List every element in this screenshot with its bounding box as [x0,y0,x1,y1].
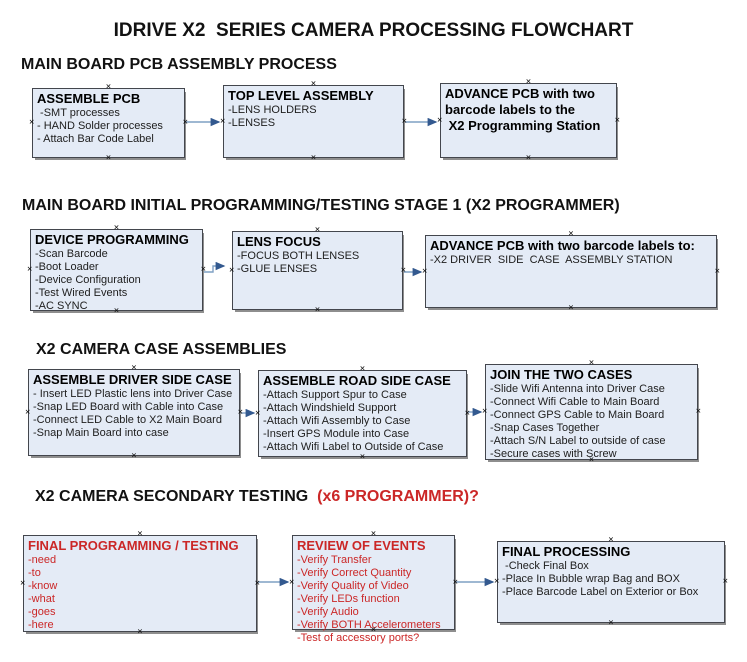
flow-arrow [204,261,226,273]
box-item: -Attach Support Spur to Case [263,389,407,401]
box-item: - Attach Bar Code Label [37,133,154,145]
box-item: -Test Wired Events [35,287,128,299]
box-title: JOIN THE TWO CASES [490,367,633,382]
box-title: LENS FOCUS [237,234,321,249]
heading-red-part: (x6 PROGRAMMER)? [317,488,479,505]
box-item: -Snap Main Board into case [33,427,169,439]
box-item: -Test of accessory ports? [297,632,420,644]
section-heading-case-assemblies: X2 CAMERA CASE ASSEMBLIES [36,341,287,358]
box-item: -Attach Windshield Support [263,402,397,414]
box-title: ASSEMBLE DRIVER SIDE CASE [33,372,232,387]
box-title: ADVANCE PCB with two barcode labels to t… [445,86,601,133]
box-title: REVIEW OF EVENTS [297,538,426,553]
box-item: -LENSES [228,117,276,129]
box-item: -Connect Wifi Cable to Main Board [490,396,660,408]
box-item: -X2 DRIVER SIDE CASE ASSEMBLY STATION [430,254,673,266]
box-title: TOP LEVEL ASSEMBLY [228,88,374,103]
flow-box-advance-pcb-driver-side-station[interactable]: ADVANCE PCB with two barcode labels to: … [422,230,720,313]
flow-box-lens-focus[interactable]: LENS FOCUS -FOCUS BOTH LENSES -GLUE LENS… [229,226,406,315]
flow-box-assemble-driver-side-case[interactable]: ASSEMBLE DRIVER SIDE CASE - Insert LED P… [25,364,243,461]
box-item: -Device Configuration [35,274,141,286]
box-item: -to [28,567,41,579]
section-heading-secondary-testing: X2 CAMERA SECONDARY TESTING (x6 PROGRAMM… [35,488,479,506]
box-item: -need [28,554,57,566]
flow-box-assemble-road-side-case[interactable]: ASSEMBLE ROAD SIDE CASE -Attach Support … [255,365,470,462]
box-item: -LENS HOLDERS [228,104,317,116]
box-title: ADVANCE PCB with two barcode labels to: [430,238,695,253]
flow-box-device-programming[interactable]: DEVICE PROGRAMMING -Scan Barcode -Boot L… [27,224,206,316]
flow-box-top-level-assembly[interactable]: TOP LEVEL ASSEMBLY -LENS HOLDERS -LENSES… [220,80,407,163]
box-item: -Verify LEDs function [297,593,400,605]
box-item: -Connect GPS Cable to Main Board [490,409,665,421]
box-item: -Attach Wifi Label to Outside of Case [263,441,444,453]
flow-box-join-the-two-cases[interactable]: JOIN THE TWO CASES -Slide Wifi Antenna i… [482,359,701,465]
page-title: IDRIVE X2 SERIES CAMERA PROCESSING FLOWC… [113,20,634,41]
box-item: -Verify Audio [297,606,359,618]
box-item: -Place Barcode Label on Exterior or Box [502,586,699,598]
box-item: -what [28,593,55,605]
box-item: -Slide Wifi Antenna into Driver Case [490,383,665,395]
box-item: -FOCUS BOTH LENSES [237,250,360,262]
box-item: - Insert LED Plastic lens into Driver Ca… [33,388,233,400]
box-item: -Snap LED Board with Cable into Case [33,401,224,413]
box-item: -Attach S/N Label to outside of case [490,435,666,447]
box-item: -Boot Loader [35,261,99,273]
box-item: -Verify BOTH Accelerometers [297,619,441,631]
box-item: -Place In Bubble wrap Bag and BOX [502,573,680,585]
box-item: - HAND Solder processes [37,120,163,132]
section-heading-pcb-assembly: MAIN BOARD PCB ASSEMBLY PROCESS [21,56,337,73]
box-item: -Scan Barcode [35,248,108,260]
box-item: -Verify Correct Quantity [297,567,412,579]
box-item: -AC SYNC [35,300,88,312]
box-item: -Verify Transfer [297,554,372,566]
box-item: -here [28,619,54,631]
box-title: FINAL PROCESSING [502,544,631,559]
box-item: -goes [28,606,56,618]
box-item: -know [28,580,58,592]
box-item: -Connect LED Cable to X2 Main Board [33,414,222,426]
box-title: FINAL PROGRAMMING / TESTING [28,538,239,553]
box-item: -Insert GPS Module into Case [263,428,410,440]
box-item: -GLUE LENSES [237,263,318,275]
box-item: -Secure cases with Screw [490,448,617,460]
flow-box-assemble-pcb[interactable]: ASSEMBLE PCB -SMT processes - HAND Solde… [29,83,188,163]
heading-black-part: X2 CAMERA SECONDARY TESTING [35,488,318,505]
box-title: ASSEMBLE PCB [37,91,141,106]
flow-box-final-processing[interactable]: FINAL PROCESSING -Check Final Box -Place… [494,536,728,628]
box-item: -SMT processes [37,107,120,119]
flow-box-advance-pcb-programming-station[interactable]: ADVANCE PCB with two barcode labels to t… [437,78,620,163]
box-item: -Attach Wifi Assembly to Case [263,415,411,427]
box-title: DEVICE PROGRAMMING [35,232,189,247]
box-item: -Snap Cases Together [490,422,600,434]
box-title: ASSEMBLE ROAD SIDE CASE [263,373,451,388]
section-heading-initial-programming: MAIN BOARD INITIAL PROGRAMMING/TESTING S… [22,197,620,214]
flow-box-final-programming-testing[interactable]: FINAL PROGRAMMING / TESTING -need -to -k… [20,530,260,637]
flow-box-review-of-events[interactable]: REVIEW OF EVENTS -Verify Transfer -Verif… [289,530,458,645]
box-item: -Verify Quality of Video [297,580,409,592]
box-item: -Check Final Box [502,560,589,572]
